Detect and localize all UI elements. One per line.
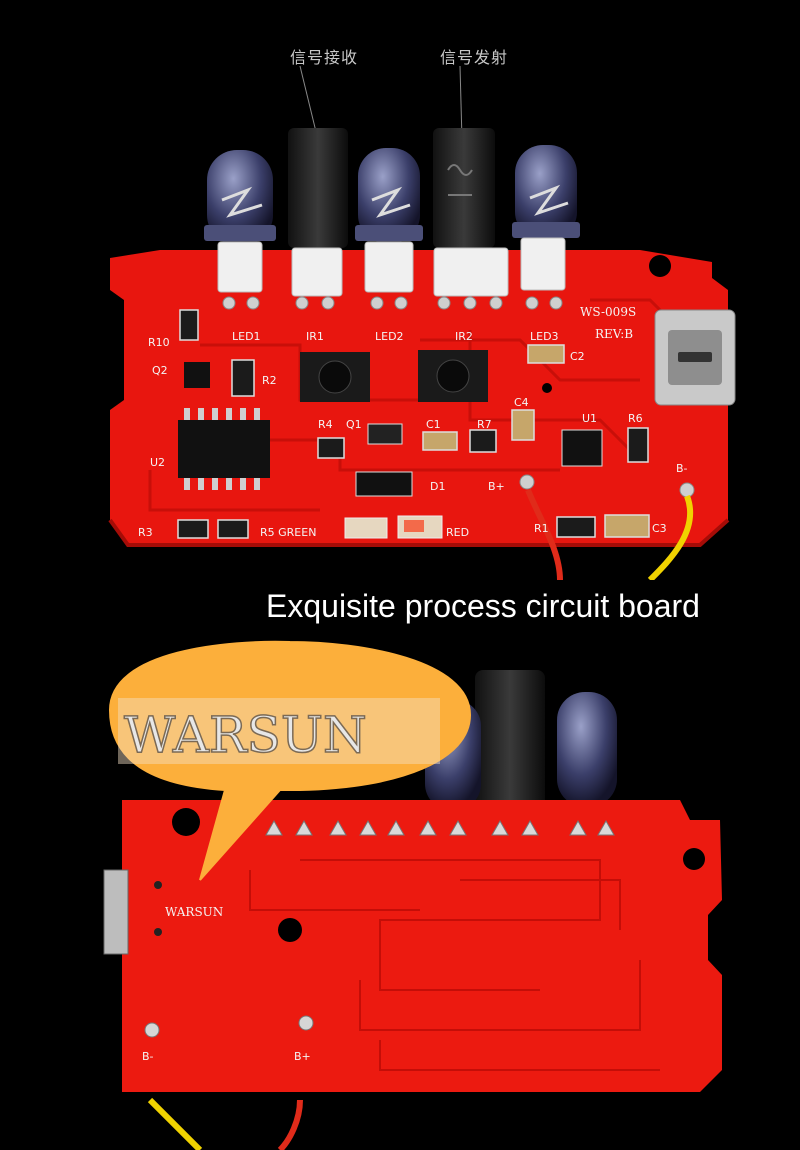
bottom-board-brand: WARSUN bbox=[165, 905, 223, 919]
bottom-silk-bminus: B- bbox=[142, 1050, 154, 1063]
silk-u1: U1 bbox=[582, 412, 597, 425]
bottom-silk-bplus: B+ bbox=[294, 1050, 311, 1063]
silk-d1: D1 bbox=[430, 480, 445, 493]
silk-r3: R3 bbox=[138, 526, 153, 539]
silk-led3: LED3 bbox=[530, 330, 559, 343]
silk-led2: LED2 bbox=[375, 330, 404, 343]
silk-r10: R10 bbox=[148, 336, 170, 349]
silk-q2: Q2 bbox=[152, 364, 168, 377]
signal-receive-label: 信号接收 bbox=[290, 48, 359, 67]
silk-red: RED bbox=[446, 526, 469, 539]
silk-r4: R4 bbox=[318, 418, 333, 431]
top-circuit-board-photo: LED1 IR1 LED2 IR2 LED3 WS-009S REV:B R10… bbox=[108, 65, 736, 580]
board-model: WS-009S bbox=[580, 305, 636, 319]
board-revision: REV:B bbox=[595, 327, 633, 341]
board-caption: Exquisite process circuit board bbox=[266, 588, 700, 624]
silk-u2: U2 bbox=[150, 456, 165, 469]
bottom-circuit-board-photo: WARSUN B- B+ WARSUN bbox=[103, 640, 722, 1150]
silk-c1: C1 bbox=[426, 418, 441, 431]
silk-ir2: IR2 bbox=[455, 330, 473, 343]
silk-bminus: B- bbox=[676, 462, 688, 475]
silk-r5-green: R5 GREEN bbox=[260, 526, 316, 539]
signal-transmit-label: 信号发射 bbox=[440, 48, 509, 67]
silk-bplus: B+ bbox=[488, 480, 505, 493]
silk-c4: C4 bbox=[514, 396, 529, 409]
silk-r6: R6 bbox=[628, 412, 643, 425]
silk-c2: C2 bbox=[570, 350, 585, 363]
silk-q1: Q1 bbox=[346, 418, 362, 431]
silk-r7: R7 bbox=[477, 418, 492, 431]
bubble-brand-text: WARSUN bbox=[124, 706, 367, 764]
silk-c3: C3 bbox=[652, 522, 667, 535]
silk-led1: LED1 bbox=[232, 330, 261, 343]
silk-ir1: IR1 bbox=[306, 330, 324, 343]
silk-r1: R1 bbox=[534, 522, 549, 535]
silk-r2: R2 bbox=[262, 374, 277, 387]
